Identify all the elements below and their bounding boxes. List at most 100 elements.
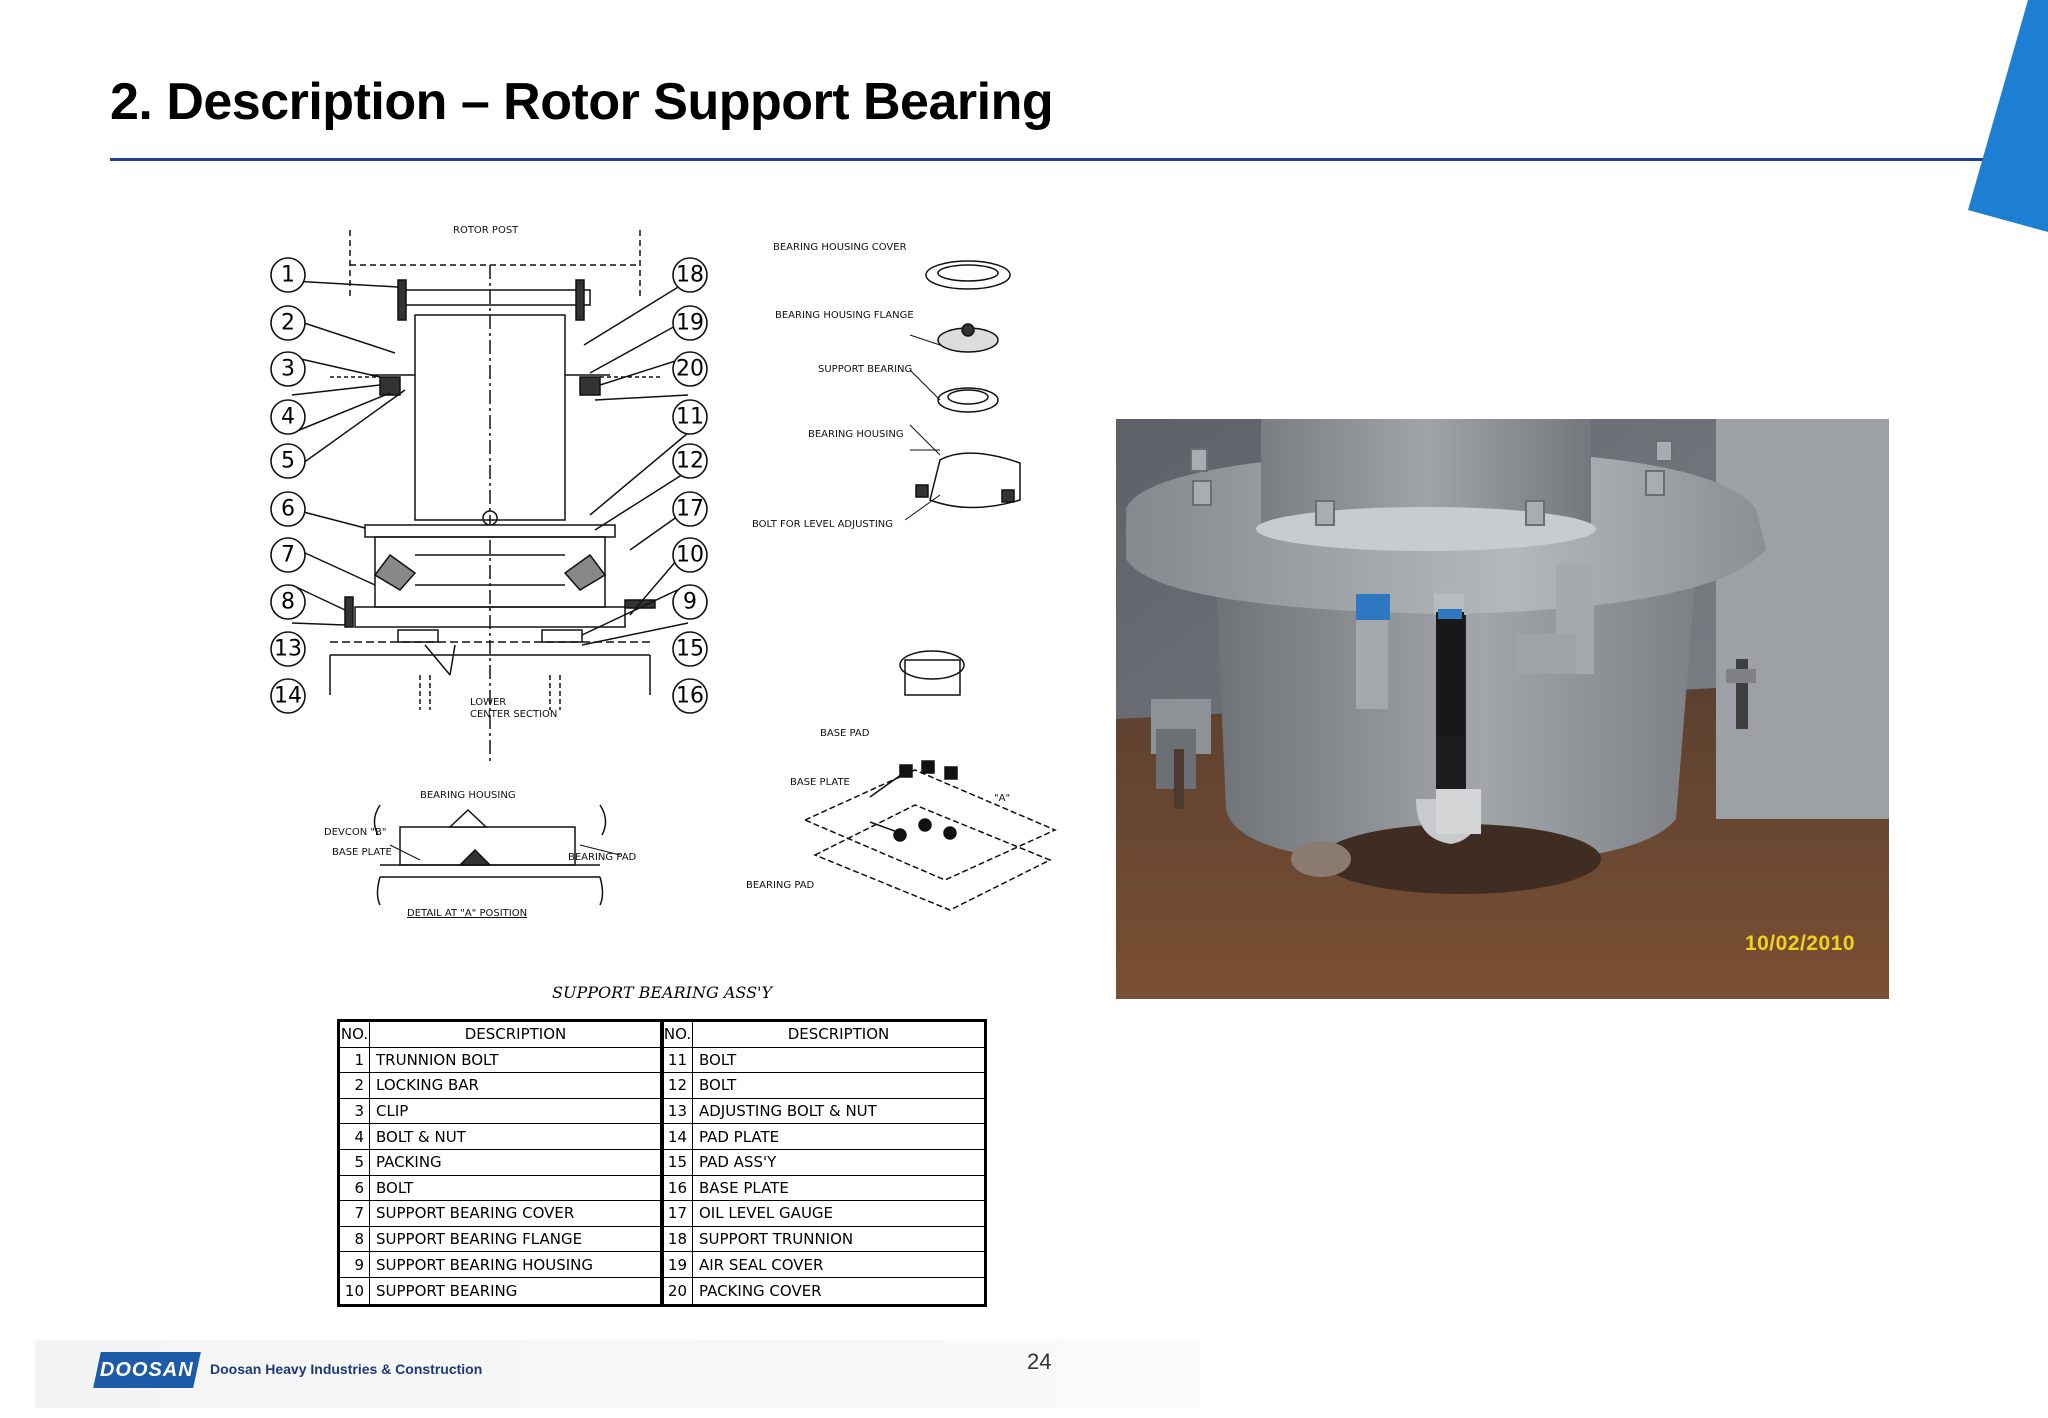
table-row: 2 LOCKING BAR — [340, 1073, 661, 1099]
slide-title: 2. Description – Rotor Support Bearing — [110, 73, 1054, 131]
doosan-logo: DOOSAN — [93, 1352, 201, 1388]
row-no: 3 — [340, 1098, 370, 1124]
callout-6: 6 — [281, 497, 295, 522]
row-description: PACKING COVER — [699, 1281, 822, 1300]
callout-20: 20 — [676, 357, 704, 382]
table-caption: SUPPORT BEARING ASS'Y — [552, 983, 772, 1002]
label-a-mark: "A" — [994, 793, 1010, 804]
row-no: 5 — [340, 1149, 370, 1175]
label-detail-base-plate: BASE PLATE — [332, 847, 392, 858]
label-support-bearing: SUPPORT BEARING — [818, 364, 912, 375]
callout-16: 16 — [676, 684, 704, 709]
table-row: 7 SUPPORT BEARING COVER — [340, 1201, 661, 1227]
bearing-photo: 10/02/2010 — [1116, 419, 1889, 999]
table-row: 11 BOLT — [663, 1047, 984, 1074]
callout-4: 4 — [281, 405, 295, 430]
table-row: 6 BOLT — [340, 1175, 661, 1202]
callout-17: 17 — [676, 497, 704, 522]
row-description: SUPPORT BEARING COVER — [376, 1204, 575, 1223]
label-lower-1: LOWER — [470, 697, 506, 708]
label-housing-cover: BEARING HOUSING COVER — [773, 242, 907, 253]
header-description: DESCRIPTION — [787, 1025, 890, 1044]
page-number: 24 — [1027, 1349, 1052, 1374]
label-detail-caption: DETAIL AT "A" POSITION — [407, 908, 527, 919]
table-row: 10 SUPPORT BEARING — [340, 1277, 661, 1304]
callout-14: 14 — [274, 684, 302, 709]
callout-1: 1 — [281, 263, 295, 288]
row-description: TRUNNION BOLT — [376, 1050, 499, 1069]
row-no: 10 — [340, 1277, 370, 1304]
row-no: 4 — [340, 1124, 370, 1149]
footer-band — [35, 1340, 1200, 1408]
logo-text: DOOSAN — [100, 1358, 194, 1381]
label-lower-2: CENTER SECTION — [470, 709, 557, 720]
row-no: 2 — [340, 1073, 370, 1098]
row-description: ADJUSTING BOLT & NUT — [699, 1102, 877, 1121]
corner-accent-shape — [1968, 0, 2048, 232]
row-no: 15 — [663, 1149, 693, 1175]
row-description: SUPPORT TRUNNION — [699, 1230, 854, 1249]
row-description: SUPPORT BEARING — [376, 1281, 518, 1300]
row-description: BOLT — [699, 1076, 737, 1095]
label-bearing-pad-iso: BEARING PAD — [746, 880, 815, 891]
row-description: OIL LEVEL GAUGE — [699, 1204, 834, 1223]
callout-8: 8 — [281, 590, 295, 615]
callout-12: 12 — [676, 449, 704, 474]
table-row: 16 BASE PLATE — [663, 1175, 984, 1202]
support-bearing-drawing: 1 2 3 4 5 6 7 8 13 14 18 19 20 11 12 17 … — [250, 205, 1095, 1305]
row-description: PACKING — [376, 1153, 442, 1172]
row-no: 12 — [663, 1073, 693, 1098]
table-row: 14 PAD PLATE — [663, 1124, 984, 1150]
header-description: DESCRIPTION — [464, 1025, 567, 1044]
callout-10: 10 — [676, 543, 704, 568]
row-description: BOLT — [376, 1178, 414, 1197]
label-base-plate-iso: BASE PLATE — [790, 777, 850, 788]
callout-9: 9 — [683, 590, 697, 615]
row-description: BOLT — [699, 1050, 737, 1069]
table-row: 13 ADJUSTING BOLT & NUT — [663, 1098, 984, 1125]
row-no: 16 — [663, 1175, 693, 1201]
row-description: PAD PLATE — [699, 1127, 780, 1146]
label-base-pad: BASE PAD — [820, 728, 870, 739]
row-description: LOCKING BAR — [376, 1076, 479, 1095]
label-detail-bearing-pad: BEARING PAD — [568, 852, 637, 863]
header-no: NO. — [663, 1022, 693, 1047]
row-no: 20 — [663, 1277, 693, 1304]
row-no: 11 — [663, 1047, 693, 1073]
row-description: SUPPORT BEARING FLANGE — [376, 1230, 583, 1249]
callout-18: 18 — [676, 263, 704, 288]
label-rotor-post: ROTOR POST — [453, 225, 519, 236]
callout-3: 3 — [281, 357, 295, 382]
company-name: Doosan Heavy Industries & Construction — [210, 1361, 483, 1377]
callout-15: 15 — [676, 637, 704, 662]
row-no: 13 — [663, 1098, 693, 1124]
row-description: CLIP — [376, 1102, 409, 1121]
table-row: 3 CLIP — [340, 1098, 661, 1125]
table-header: NO. DESCRIPTION — [340, 1022, 661, 1048]
row-description: BASE PLATE — [699, 1178, 789, 1197]
row-description: BOLT & NUT — [376, 1127, 466, 1146]
callout-13: 13 — [274, 637, 302, 662]
label-detail-housing: BEARING HOUSING — [420, 790, 516, 801]
label-devcon: DEVCON "B" — [324, 827, 386, 838]
table-row: 4 BOLT & NUT — [340, 1124, 661, 1150]
table-row: 12 BOLT — [663, 1073, 984, 1099]
table-row: 1 TRUNNION BOLT — [340, 1047, 661, 1074]
row-no: 9 — [340, 1252, 370, 1277]
row-no: 6 — [340, 1175, 370, 1201]
table-row: 20 PACKING COVER — [663, 1277, 984, 1304]
row-description: AIR SEAL COVER — [699, 1255, 824, 1274]
row-no: 17 — [663, 1201, 693, 1226]
label-level-bolt: BOLT FOR LEVEL ADJUSTING — [752, 519, 893, 530]
label-housing-flange: BEARING HOUSING FLANGE — [775, 310, 914, 321]
row-no: 1 — [340, 1047, 370, 1073]
row-no: 7 — [340, 1201, 370, 1226]
table-row: 17 OIL LEVEL GAUGE — [663, 1201, 984, 1227]
row-no: 14 — [663, 1124, 693, 1149]
